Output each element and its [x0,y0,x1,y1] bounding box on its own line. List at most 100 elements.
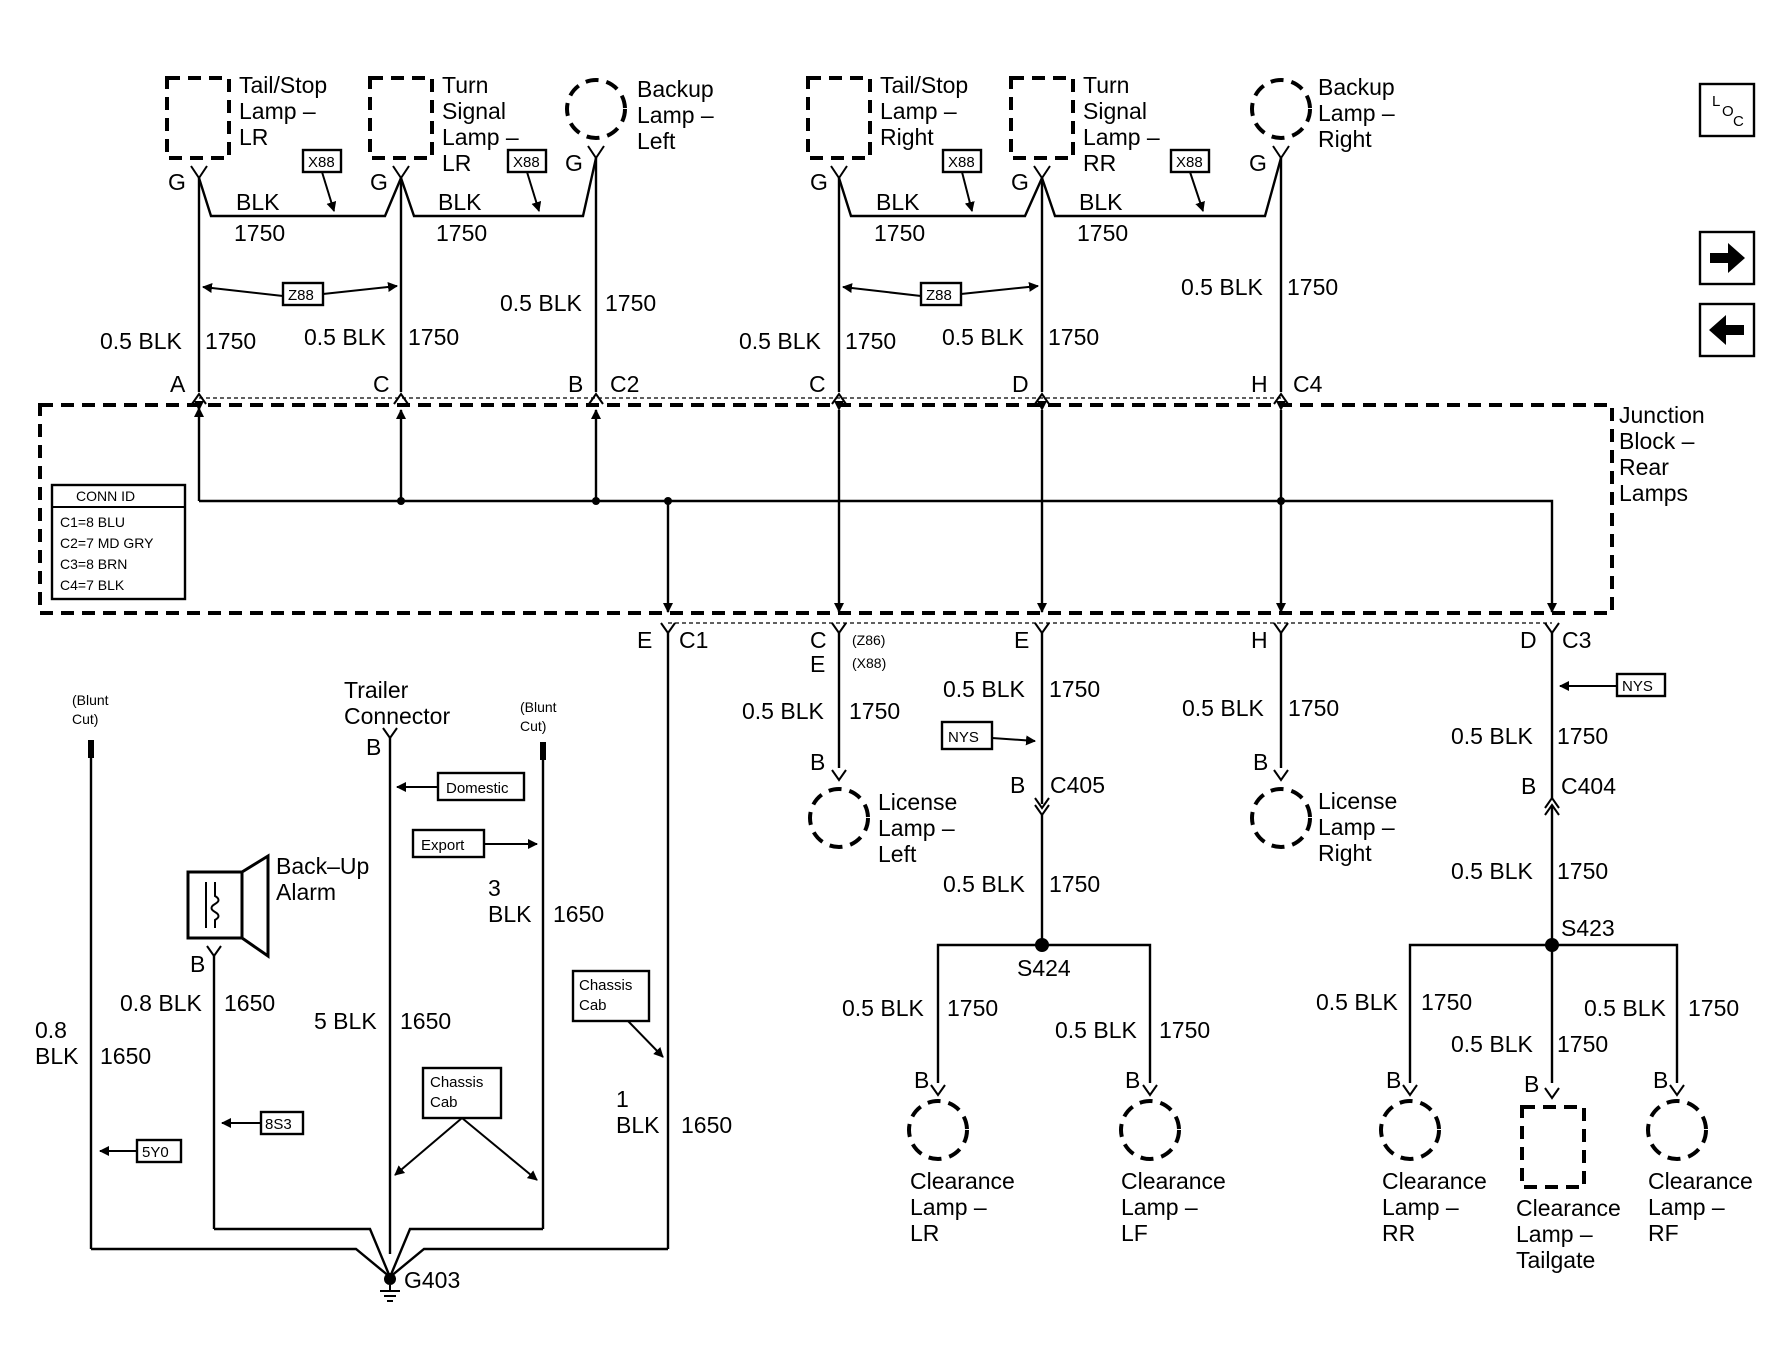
svg-text:0.5 BLK: 0.5 BLK [500,290,582,316]
svg-text:D: D [1520,627,1537,653]
option-z88-left: Z88 [202,281,398,307]
svg-text:C404: C404 [1561,773,1616,799]
svg-text:1750: 1750 [845,328,896,354]
next-page-button[interactable] [1698,230,1756,286]
svg-text:Lamp –: Lamp – [239,98,316,124]
option-x88-1: X88 [301,148,343,212]
svg-text:RR: RR [1382,1220,1415,1246]
svg-text:Z88: Z88 [926,287,952,304]
svg-text:BLK: BLK [1079,189,1123,215]
arrow-left-icon [1709,315,1744,345]
top-lamp-pins: G G G G G G [168,145,1290,195]
svg-text:0.5 BLK: 0.5 BLK [842,995,924,1021]
svg-text:1750: 1750 [1288,695,1339,721]
svg-text:0.5 BLK: 0.5 BLK [1451,858,1533,884]
svg-text:Backup: Backup [637,76,714,102]
svg-text:G: G [1249,150,1267,176]
svg-text:Lamp –: Lamp – [1382,1194,1459,1220]
svg-text:H: H [1251,627,1268,653]
arrow-right-icon [1710,243,1745,273]
svg-text:Lamp –: Lamp – [1083,124,1160,150]
svg-text:1750: 1750 [1421,989,1472,1015]
svg-text:1650: 1650 [553,901,604,927]
svg-text:Turn: Turn [442,72,488,98]
svg-text:LR: LR [239,124,268,150]
svg-text:0.5 BLK: 0.5 BLK [304,324,386,350]
svg-text:C: C [810,627,827,653]
svg-text:5 BLK: 5 BLK [314,1008,377,1034]
svg-text:NYS: NYS [948,729,979,746]
svg-text:0.5 BLK: 0.5 BLK [739,328,821,354]
blunt-cut-right: (Blunt Cut) 3 BLK 1650 [488,699,604,1229]
svg-text:Tail/Stop: Tail/Stop [239,72,327,98]
option-domestic: Domestic [396,771,526,802]
junction-block-rear-lamps: Junction Block – Rear Lamps [38,402,1705,615]
svg-text:C4: C4 [1293,371,1323,397]
tail-stop-lamp-right: Tail/Stop Lamp – Right [806,72,968,160]
option-chassis-cab-2: Chassis Cab [394,1066,538,1181]
svg-text:Signal: Signal [1083,98,1147,124]
svg-text:E: E [810,651,825,677]
option-nys-1: NYS [940,720,1036,751]
svg-text:B: B [914,1067,929,1093]
option-nys-2: NYS [1559,672,1667,698]
previous-page-button[interactable] [1698,302,1756,358]
svg-text:Right: Right [1318,840,1372,866]
svg-text:Block –: Block – [1619,428,1695,454]
top-vertical-wires [197,158,1283,392]
svg-text:C1=8 BLU: C1=8 BLU [60,514,125,530]
svg-text:G403: G403 [404,1267,460,1293]
svg-text:BLK: BLK [438,189,482,215]
svg-text:1750: 1750 [234,220,285,246]
svg-text:(X88): (X88) [852,655,886,671]
svg-text:1750: 1750 [1048,324,1099,350]
svg-text:Domestic: Domestic [446,780,509,797]
svg-text:CONN ID: CONN ID [76,488,135,504]
svg-text:X88: X88 [1176,154,1203,171]
svg-text:C405: C405 [1050,772,1105,798]
svg-text:1750: 1750 [1557,858,1608,884]
svg-text:BLK: BLK [616,1112,660,1138]
top-wire-labels: 0.5 BLK 1750 0.5 BLK 1750 0.5 BLK 1750 0… [100,274,1338,354]
splice-s424: S424 0.5 BLK 1750 0.5 BLK 1750 B B [842,938,1210,1097]
svg-text:B: B [568,371,583,397]
loc-button[interactable]: L O C [1698,82,1756,138]
c404-circuit: 0.5 BLK 1750 B C404 0.5 BLK 1750 [1451,633,1616,945]
svg-text:Lamp –: Lamp – [1516,1221,1593,1247]
svg-text:1750: 1750 [1159,1017,1210,1043]
svg-text:B: B [810,749,825,775]
option-export: Export [411,828,538,859]
option-x88-2: X88 [506,148,548,212]
junction-top-pins: A C B C2 C D H C4 [170,371,1323,405]
svg-text:1750: 1750 [1557,723,1608,749]
svg-text:E: E [1014,627,1029,653]
svg-text:Chassis: Chassis [579,977,632,994]
svg-text:Right: Right [1318,126,1372,152]
svg-text:Backup: Backup [1318,74,1395,100]
svg-text:C4=7 BLK: C4=7 BLK [60,577,125,593]
tail-stop-lamp-lr: Tail/Stop Lamp – LR [165,72,327,160]
svg-text:B: B [366,734,381,760]
svg-text:G: G [168,169,186,195]
svg-text:B: B [1125,1067,1140,1093]
svg-text:Cab: Cab [579,997,607,1014]
svg-text:3: 3 [488,875,501,901]
junction-bottom-pins: E C1 C (Z86) E (X88) E H D C3 [637,622,1591,677]
svg-text:Clearance: Clearance [1121,1168,1226,1194]
svg-text:0.5 BLK: 0.5 BLK [1181,274,1263,300]
svg-text:S423: S423 [1561,915,1615,941]
svg-text:RF: RF [1648,1220,1679,1246]
svg-text:1750: 1750 [849,698,900,724]
svg-text:O: O [1722,103,1734,120]
svg-text:C3: C3 [1562,627,1591,653]
svg-text:BLK: BLK [35,1043,79,1069]
backup-alarm: Back–Up Alarm B 0.8 BLK 1650 [120,853,369,1229]
svg-text:C3=8 BRN: C3=8 BRN [60,556,127,572]
svg-text:B: B [1386,1067,1401,1093]
svg-text:Lamp –: Lamp – [1318,814,1395,840]
svg-text:Cut): Cut) [72,711,98,727]
svg-text:5Y0: 5Y0 [142,1144,169,1161]
clearance-lamp-lr: Clearance Lamp – LR [907,1099,1015,1246]
svg-text:G: G [565,150,583,176]
